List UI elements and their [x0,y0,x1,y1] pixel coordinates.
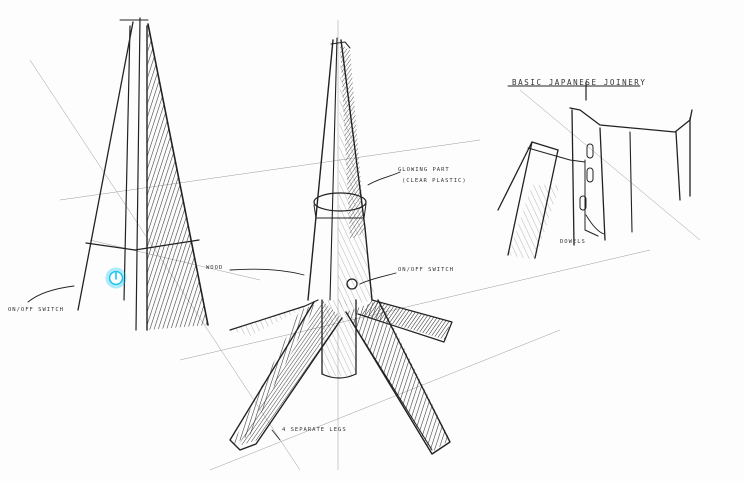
on-off-switch-label-left: ON/OFF SWITCH [8,307,65,313]
glowing-part-label: GLOWING PART [398,167,450,173]
legs-pointer [271,429,281,441]
joinery-detail-sketch [497,81,693,260]
center-lamp-sketch [229,37,453,455]
glow-pointer [367,171,401,186]
dowels-pointer [585,214,605,235]
power-icon [105,267,127,289]
joinery-label: BASIC JAPANESE JOINERY [512,78,647,87]
switch-pointer-center [359,272,397,285]
wood-label: WOOD [206,265,224,271]
switch-pointer-left [27,285,75,303]
left-lamp-sketch [77,17,209,331]
glowing-part-sublabel: (CLEAR PLASTIC) [402,178,467,184]
on-off-switch-label-center: ON/OFF SWITCH [398,267,455,273]
separate-legs-label: 4 SEPARATE LEGS [282,427,347,433]
dowels-label: DOWELS [560,239,586,245]
wood-pointer [229,268,305,276]
